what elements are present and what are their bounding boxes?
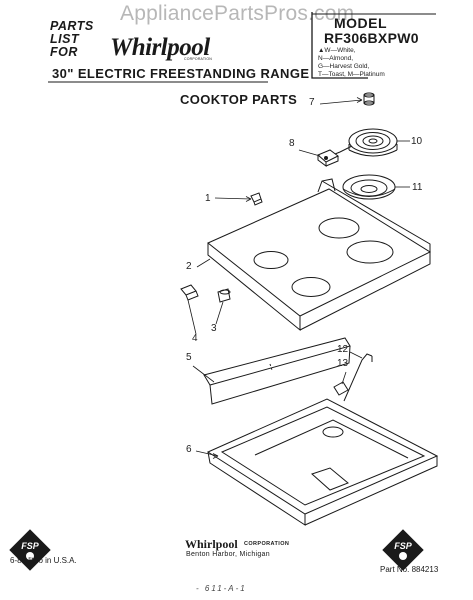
part-knob (363, 92, 375, 106)
footer-litho: 6-86 litho in U.S.A. (10, 556, 77, 565)
part-clip (250, 192, 263, 206)
brand-sub: CORPORATION (184, 57, 212, 61)
callout-7: 7 (309, 97, 315, 108)
callout-4: 4 (192, 333, 198, 344)
callout-12: 12 (337, 344, 349, 355)
callout-6: 6 (186, 444, 192, 455)
model-label: MODEL (334, 15, 388, 31)
callout-1: 1 (205, 193, 211, 204)
range-title: 30" ELECTRIC FREESTANDING RANGE (52, 66, 310, 81)
part-hinge-bracket (180, 284, 199, 301)
parts-list-line: PARTS (50, 19, 94, 33)
footer-doc-code: - 611-A-1 (196, 584, 247, 593)
callout-8: 8 (289, 138, 295, 149)
footer-corp: CORPORATION (244, 541, 290, 547)
part-surface-element-upper (329, 128, 398, 157)
leader-lines (187, 97, 410, 459)
part-cooktop (207, 178, 432, 332)
color-code-line: ▲W—White, (318, 47, 356, 54)
fsp-label-left: FSP (21, 541, 40, 551)
brand-logo: Whirlpool (110, 34, 210, 61)
fsp-logo-right (382, 529, 424, 571)
part-terminal-block (317, 149, 339, 167)
model-box-frame (311, 12, 436, 79)
callout-5: 5 (186, 352, 192, 363)
callout-13: 13 (337, 358, 349, 369)
fsp-logo-left (9, 529, 51, 571)
parts-list-heading: PARTS LIST FOR (50, 20, 94, 59)
watermark-text: AppliancePartsPros.com (120, 2, 355, 25)
footer-address: Benton Harbor, Michigan (186, 551, 270, 558)
callout-2: 2 (186, 261, 192, 272)
callout-11: 11 (412, 182, 423, 193)
fsp-label-right: FSP (394, 541, 413, 551)
parts-list-line: FOR (50, 45, 78, 59)
section-title: COOKTOP PARTS (180, 92, 298, 107)
color-code-line: T—Toast, M—Platinum (318, 71, 385, 78)
callout-10: 10 (411, 136, 423, 147)
footer-part-number: Part No. 884213 (380, 565, 439, 574)
part-support-rod (343, 353, 373, 402)
part-rod-clip (333, 381, 349, 396)
parts-list-line: LIST (50, 32, 80, 46)
color-code-line: G—Harvest Gold, (318, 63, 370, 70)
model-number: RF306BXPW0 (324, 30, 419, 46)
footer-brand: Whirlpool (185, 537, 238, 551)
color-codes: ▲W—White, N—Almond, G—Harvest Gold, T—To… (318, 47, 385, 79)
part-spacer (217, 288, 231, 303)
part-base-pan (206, 398, 439, 526)
part-drip-bowl (342, 174, 396, 200)
color-code-line: N—Almond, (318, 55, 354, 62)
callout-3: 3 (211, 323, 217, 334)
part-front-panel (203, 337, 351, 405)
